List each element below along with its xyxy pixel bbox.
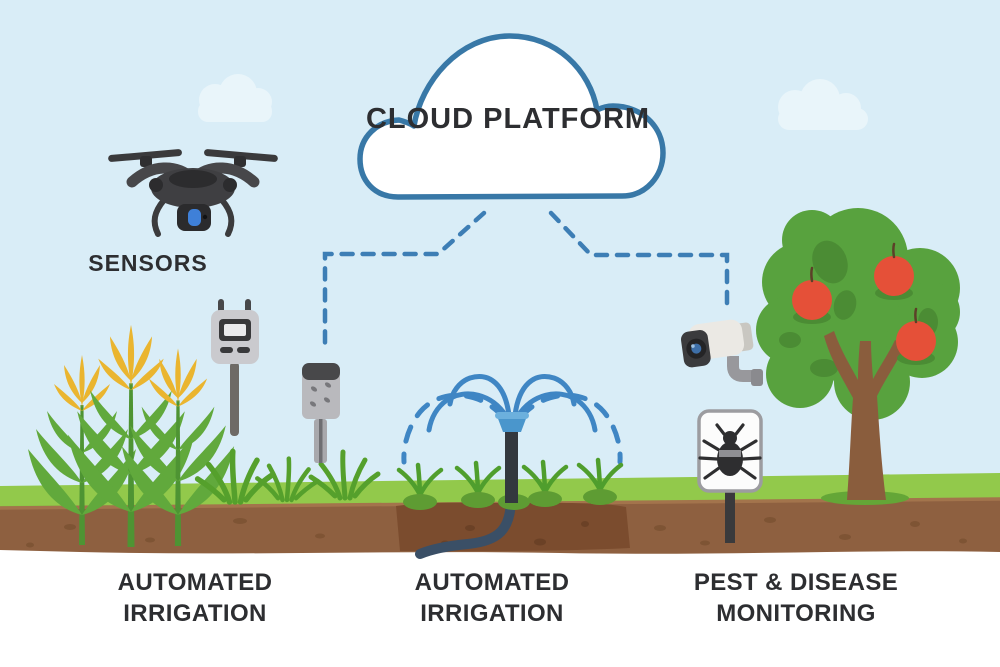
cloud-icon bbox=[357, 33, 666, 200]
caption-automated-irrigation-left: AUTOMATED IRRIGATION bbox=[117, 569, 273, 627]
apples bbox=[792, 242, 936, 365]
cloud-platform-label: CLOUD PLATFORM bbox=[365, 103, 651, 135]
pest-sign-icon bbox=[697, 409, 763, 543]
bug-icon bbox=[698, 423, 762, 480]
trench bbox=[396, 502, 630, 552]
small-cloud-left bbox=[198, 74, 272, 122]
sprinkler-icon bbox=[495, 412, 529, 503]
caption-automated-irrigation-middle: AUTOMATED IRRIGATION bbox=[414, 569, 570, 627]
field-sensor-icon bbox=[211, 299, 259, 436]
drone-icon bbox=[108, 149, 278, 237]
tree-trunk bbox=[824, 331, 905, 500]
caption-pest-disease-monitoring: PEST & DISEASE MONITORING bbox=[693, 569, 899, 627]
small-cloud-right bbox=[778, 79, 868, 130]
surveillance-camera-icon bbox=[680, 319, 763, 386]
apple-tree-icon bbox=[756, 208, 960, 505]
underground-pipe bbox=[415, 493, 516, 559]
sensors-label: SENSORS bbox=[88, 250, 208, 276]
connector-right-dashed-line bbox=[548, 210, 730, 307]
soil-probe-icon bbox=[302, 363, 340, 463]
connector-left-dashed-line bbox=[322, 210, 487, 354]
water-spray bbox=[401, 374, 623, 465]
